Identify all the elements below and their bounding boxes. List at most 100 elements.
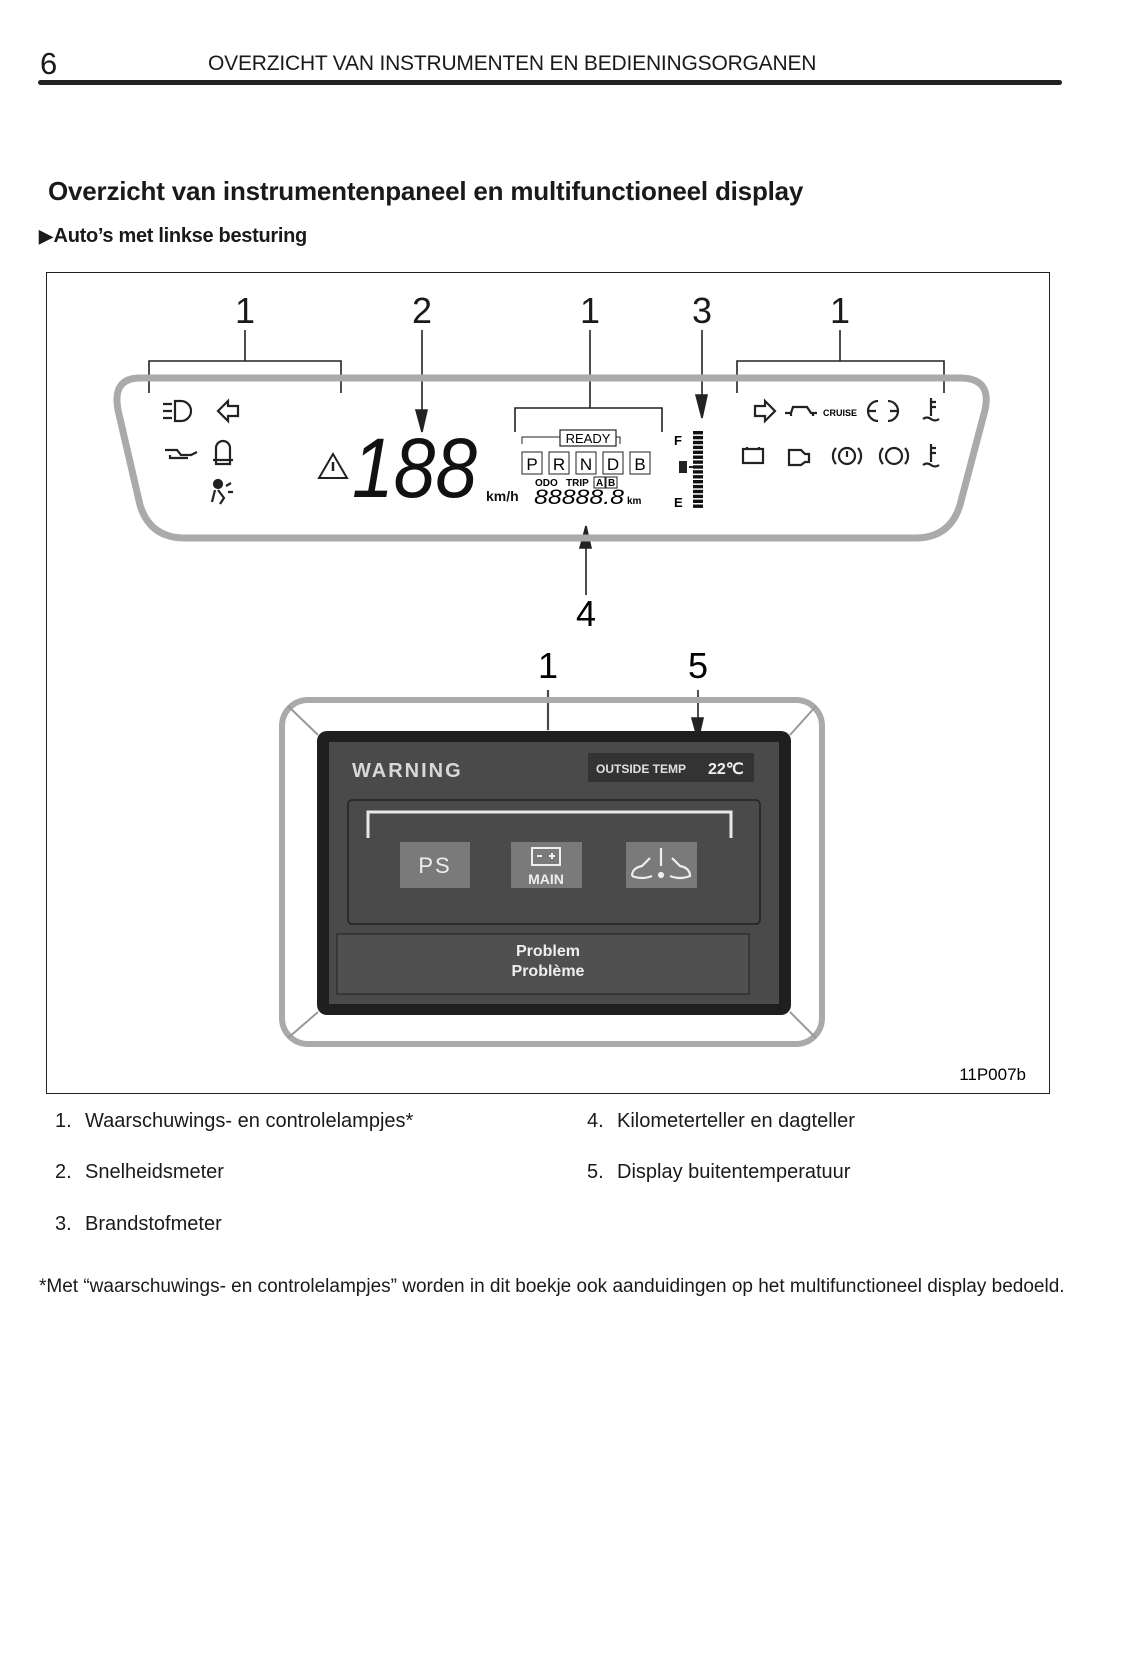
ready-frame <box>559 429 617 447</box>
fuel-segment <box>693 435 703 440</box>
fuel-segment <box>693 450 703 454</box>
airbag-icon <box>210 478 233 505</box>
callout-1d: 1 <box>538 645 558 686</box>
turn-right-icon <box>753 398 777 424</box>
legend-text: Display buitentemperatuur <box>617 1161 851 1183</box>
callout-4: 4 <box>576 593 596 634</box>
page-number: 6 <box>40 46 58 81</box>
fuel-segment <box>693 504 703 508</box>
odometer-readout: 88888.8 <box>534 486 624 509</box>
speed-unit: km/h <box>486 488 519 504</box>
header-rule <box>38 80 1062 85</box>
door-open-icon <box>213 439 233 466</box>
right-warning-icons <box>741 398 940 468</box>
mfd-bezel <box>279 697 825 1047</box>
callouts-top: 1 2 1 3 1 <box>235 290 850 331</box>
legend-item-4: 4.Kilometerteller en dagteller <box>587 1110 855 1133</box>
triangle-marker-icon: ▶ <box>39 226 53 246</box>
gear-b: B <box>634 455 645 474</box>
gear-n: N <box>580 455 592 474</box>
legend-number: 3. <box>55 1213 72 1235</box>
coolant-temp-low-icon <box>922 444 940 468</box>
fuel-pump-icon <box>679 461 693 473</box>
legend-text: Brandstofmeter <box>85 1213 222 1235</box>
fuel-segment <box>693 455 703 459</box>
odo-trip-labels: ODO TRIP A B <box>535 476 618 489</box>
abs-icon <box>878 446 910 466</box>
fuel-segment <box>693 470 703 474</box>
cruise-car-icon <box>785 405 817 416</box>
subsection-title: ▶Auto’s met linkse besturing <box>39 225 307 248</box>
mfd-warning-title: WARNING <box>352 760 463 782</box>
legend-item-5: 5. Display buitentemperatuur <box>587 1161 850 1184</box>
legend-text: Waarschuwings- en controlelampjes* <box>85 1110 414 1132</box>
brake-icon <box>831 446 863 466</box>
cruise-indicator: CRUISE <box>823 408 857 418</box>
legend-item-1: 1. Waarschuwings- en controlelampjes* <box>55 1110 413 1133</box>
fuel-full-label: F <box>674 433 682 448</box>
ready-indicator: READY <box>566 431 611 446</box>
figure-frame <box>46 272 1050 1094</box>
car-warning-icon <box>630 848 692 880</box>
legend-number: 5. <box>587 1161 604 1183</box>
fog-light-icon <box>866 399 900 423</box>
battery-icon <box>741 447 765 465</box>
legend-text: Snelheidsmeter <box>85 1161 224 1183</box>
check-engine-icon <box>787 448 811 467</box>
left-warning-icons <box>163 398 240 505</box>
fuel-segment <box>693 445 703 450</box>
outside-temp-value: 22℃ <box>708 761 744 778</box>
fuel-segment <box>693 460 703 464</box>
callout-5: 5 <box>688 645 708 686</box>
footnote: *Met “waarschuwings- en controlelampjes”… <box>39 1276 1065 1297</box>
master-warning-icon <box>317 452 349 479</box>
oil-pressure-icon <box>165 448 198 460</box>
main-battery-label: MAIN <box>528 871 564 887</box>
legend-item-2: 2. Snelheidsmeter <box>55 1161 224 1184</box>
subsection-text: Auto’s met linkse besturing <box>53 225 308 247</box>
fuel-segment <box>693 475 703 479</box>
fuel-segment <box>693 499 703 503</box>
figure-code: 11P007b <box>959 1065 1026 1084</box>
running-head: OVERZICHT VAN INSTRUMENTEN EN BEDIENINGS… <box>208 52 817 75</box>
outside-temp-panel <box>588 753 754 782</box>
odometer-unit: km <box>627 496 642 507</box>
cluster-bezel <box>113 374 990 542</box>
fuel-segment <box>693 431 703 435</box>
callout-1c: 1 <box>830 290 850 331</box>
outside-temp-label: OUTSIDE TEMP <box>596 762 686 776</box>
legend-number: 4. <box>587 1110 604 1132</box>
mfd-message-line-1: Problem <box>516 943 580 960</box>
odo-label: ODO <box>535 478 558 489</box>
callout-2: 2 <box>412 290 432 331</box>
legend-number: 1. <box>55 1110 72 1132</box>
coolant-temp-icon <box>922 398 940 422</box>
gear-d: D <box>607 455 619 474</box>
headlight-icon <box>163 399 193 423</box>
ps-warning-tile <box>400 842 470 888</box>
speed-readout: 188 <box>352 421 477 515</box>
mfd-message-line-2: Problème <box>512 963 585 980</box>
trip-b: B <box>608 478 615 489</box>
trip-label: TRIP <box>566 478 589 489</box>
callout-1a: 1 <box>235 290 255 331</box>
section-title: Overzicht van instrumentenpaneel en mult… <box>48 176 804 206</box>
fuel-segment <box>693 480 703 484</box>
gear-p: P <box>526 455 537 474</box>
fuel-segment <box>693 440 703 445</box>
legend-item-3: 3. Brandstofmeter <box>55 1213 222 1236</box>
callout-1b: 1 <box>580 290 600 331</box>
callout-3: 3 <box>692 290 712 331</box>
ps-warning-label: PS <box>418 853 451 878</box>
battery-icon-mfd <box>531 847 561 866</box>
fuel-empty-label: E <box>674 495 683 510</box>
fuel-segment <box>693 465 703 469</box>
fuel-segment <box>693 489 703 494</box>
gear-indicator: P R N D B <box>521 451 651 475</box>
gear-r: R <box>553 455 565 474</box>
mfd-message-box <box>336 933 750 995</box>
fuel-level-bar <box>693 431 703 508</box>
fuel-segment <box>693 494 703 499</box>
legend-number: 2. <box>55 1161 72 1183</box>
